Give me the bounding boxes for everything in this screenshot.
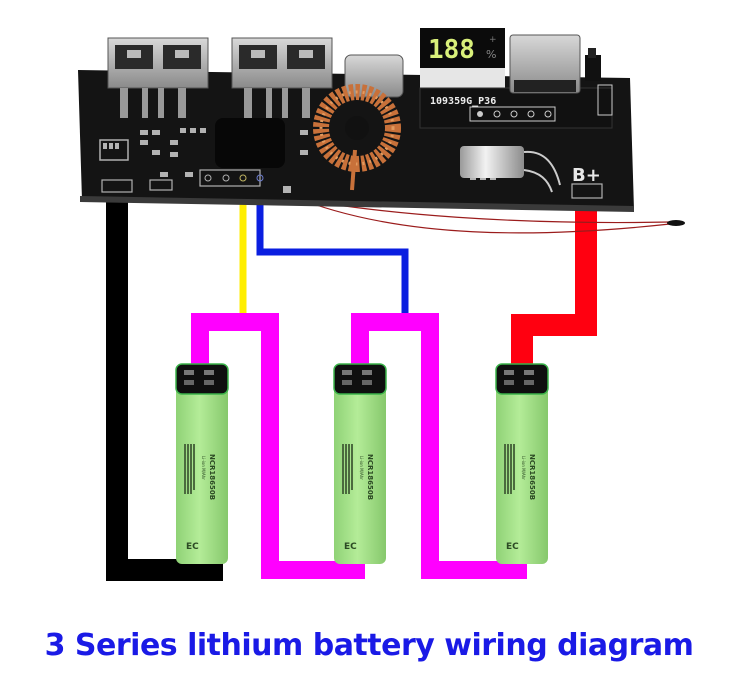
thermistor-probe <box>667 220 685 226</box>
diagram-title: 3 Series lithium battery wiring diagram <box>44 628 694 663</box>
capacitor <box>460 146 524 178</box>
silkscreen-label: 109359G_P36 <box>430 96 496 107</box>
series-link-1-top <box>191 313 365 579</box>
battery-3-subtitle: Li-ion M/Ahr <box>521 456 526 480</box>
display-digits: 188 <box>428 35 475 65</box>
balance-wire-2 <box>256 195 409 318</box>
positive-wire <box>511 190 597 372</box>
battery-3-mark: EC <box>506 542 519 552</box>
micro-usb-port <box>509 34 581 94</box>
battery-1: NCR18650B Li-ion M/Ahr EC <box>175 363 229 564</box>
battery-1-mark: EC <box>186 542 199 552</box>
display-module: 188 + % 109359G_P36 <box>419 28 613 129</box>
battery-3: NCR18650B Li-ion M/Ahr EC <box>495 363 549 564</box>
battery-3-model: NCR18650B <box>528 454 536 500</box>
b-plus-label: B+ <box>572 165 601 186</box>
usb-a-port-1 <box>107 37 209 118</box>
inductor-block <box>215 118 285 168</box>
battery-1-model: NCR18650B <box>208 454 216 500</box>
series-link-2 <box>351 313 527 579</box>
usb-a-port-2 <box>231 37 333 118</box>
battery-2-model: NCR18650B <box>366 454 374 500</box>
battery-2-mark: EC <box>344 542 357 552</box>
battery-1-subtitle: Li-ion M/Ahr <box>201 456 206 480</box>
thermistor-wire-b <box>291 195 671 234</box>
display-percent: % <box>486 48 496 61</box>
battery-2: NCR18650B Li-ion M/Ahr EC <box>333 363 387 564</box>
display-plus: + <box>489 35 497 45</box>
power-button <box>585 55 601 81</box>
toroid-coil <box>313 84 401 191</box>
pcb-board: 188 + % 109359G_P36 B+ <box>78 28 634 212</box>
usb-c-port <box>344 54 404 98</box>
battery-2-subtitle: Li-ion M/Ahr <box>359 456 364 480</box>
